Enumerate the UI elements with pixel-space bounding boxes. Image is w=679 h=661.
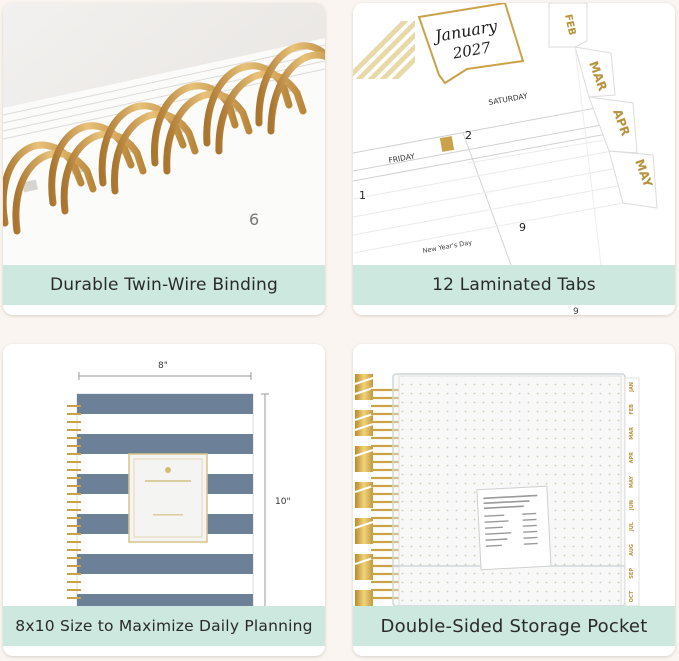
height-label: 10" [275,497,291,507]
pocket-tab-jun: JUN [628,499,635,510]
pocket-tab-apr: APR [628,451,635,464]
caption-binding: Durable Twin-Wire Binding [3,265,325,305]
receipt [476,485,552,571]
caption-size: 8x10 Size to Maximize Daily Planning [3,606,325,646]
page-number: 6 [249,210,259,229]
panel-tabs: January 2027 SATURDAY FRIDAY 2 1 9 New Y… [353,3,675,315]
gold-marker [439,136,455,152]
caption-tabs: 12 Laminated Tabs [353,265,675,305]
pocket-photo [353,344,675,606]
pocket-tab-sep: SEP [628,567,635,579]
date-9: 9 [519,221,526,234]
panel-pocket: JAN FEB MAR APR MAY JUN JUL AUG SEP OCT … [353,344,675,656]
pocket-tab-jul: JUL [628,522,635,532]
panel-size: 8" 10" 8x10 Size to [3,344,325,656]
date-partial: 9 [573,307,579,315]
logo-mark-icon [165,467,171,473]
binding-photo: 6 [3,3,325,265]
pocket-tab-mar: MAR [628,427,635,440]
date-1: 1 [359,189,366,202]
width-label: 8" [158,361,168,371]
caption-pocket: Double-Sided Storage Pocket [353,606,675,646]
planner-photo: 8" 10" [3,344,325,606]
date-2: 2 [465,129,472,142]
panel-binding: 6 Durable Twin-Wire Binding [3,3,325,315]
calendar-photo: January 2027 SATURDAY FRIDAY 2 1 9 New Y… [353,3,675,265]
pocket-tab-jan: JAN [628,382,635,392]
tab-feb: FEB [562,13,577,36]
pocket-tab-feb: FEB [628,404,635,415]
calendar-bottom-strip: 9 [353,305,675,315]
pocket-bottom-strip [353,646,675,656]
pocket-tab-may: MAY [628,475,635,488]
pocket-tab-column: JAN FEB MAR APR MAY JUN JUL AUG SEP OCT [625,378,639,606]
pocket-tab-oct: OCT [628,590,635,602]
pocket-tab-aug: AUG [628,543,635,556]
